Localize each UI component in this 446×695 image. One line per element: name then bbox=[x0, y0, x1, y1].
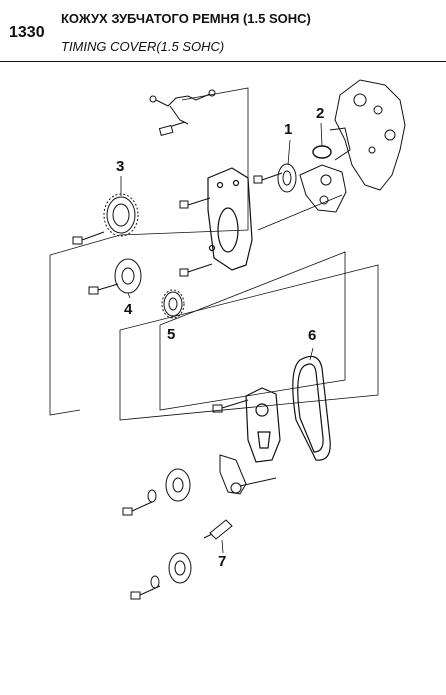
callout-5: 5 bbox=[167, 326, 176, 343]
sensor-wire-drawing bbox=[149, 89, 216, 137]
header: 1330 КОЖУХ ЗУБЧАТОГО РЕМНЯ (1.5 SOHC) TI… bbox=[0, 0, 446, 62]
section-code: 1330 bbox=[9, 24, 45, 41]
o-ring-drawing bbox=[312, 145, 332, 159]
title-ru: КОЖУХ ЗУБЧАТОГО РЕМНЯ (1.5 SOHC) bbox=[61, 11, 311, 26]
rear-cover-drawing bbox=[207, 167, 253, 271]
title-en: TIMING COVER(1.5 SOHC) bbox=[61, 39, 225, 54]
callout-3: 3 bbox=[116, 158, 125, 175]
bolts-drawing bbox=[72, 172, 283, 600]
engine-block-drawing bbox=[329, 79, 406, 191]
crank-sprocket-drawing bbox=[161, 289, 185, 319]
pin-drawing bbox=[203, 519, 233, 540]
front-cover-drawing bbox=[245, 387, 281, 463]
crank-pulley-drawing bbox=[114, 258, 142, 294]
callout-1: 1 bbox=[284, 121, 293, 138]
header-divider bbox=[0, 61, 446, 62]
cam-sprocket-drawing bbox=[103, 193, 139, 237]
tensioner-drawing bbox=[219, 454, 277, 495]
exploded-parts-diagram bbox=[49, 79, 406, 600]
callout-7: 7 bbox=[218, 553, 227, 570]
timing-belt-drawing bbox=[292, 355, 331, 461]
callout-6: 6 bbox=[308, 327, 317, 344]
idler-pulley-lower-drawing bbox=[150, 552, 192, 589]
callout-2: 2 bbox=[316, 105, 325, 122]
water-pump-drawing bbox=[277, 163, 347, 213]
leader-lines bbox=[120, 122, 323, 554]
idler-pulley-upper-drawing bbox=[147, 468, 191, 503]
callout-4: 4 bbox=[124, 301, 133, 318]
